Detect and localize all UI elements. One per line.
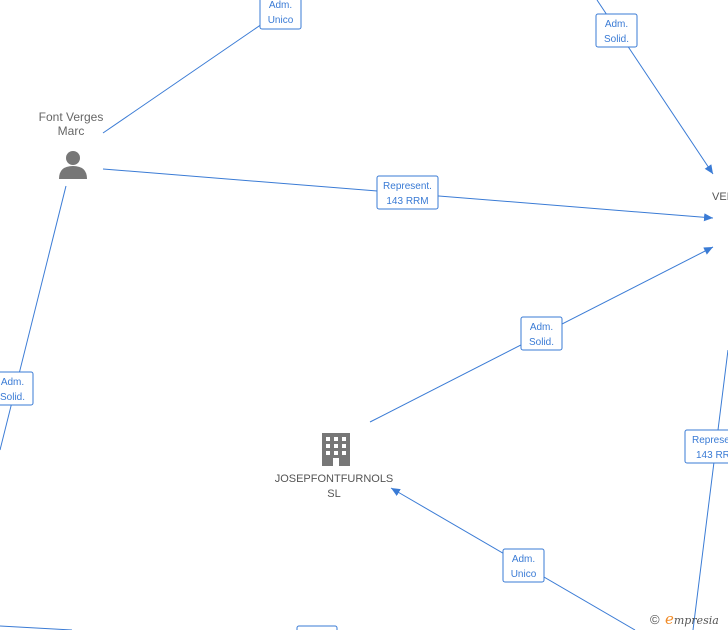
edge-label-right-represent[interactable]: Represe 143 RR: [684, 429, 728, 464]
edge-person-top: [102, 23, 263, 134]
label-line1: Represe: [692, 435, 728, 446]
label-line2: 143 RRM: [386, 196, 428, 207]
label-line1: Adm.: [605, 19, 628, 30]
label-line2: Solid.: [604, 34, 629, 45]
person-name-line2: Marc: [58, 124, 85, 138]
brand-rest: mpresia: [673, 614, 719, 627]
edge-person-left-down: [0, 185, 67, 451]
edge-bottom-left: [0, 625, 73, 630]
brand-e: e: [664, 610, 674, 628]
edge-right-vertical: [692, 349, 728, 630]
edge-label-represent-mid[interactable]: Represent. 143 RRM: [376, 175, 439, 210]
edge-label-left-adm-solid[interactable]: Adm. Solid.: [0, 371, 34, 406]
company-name-line1: JOSEPFONTFURNOLS: [275, 473, 394, 485]
company-name-line2: SL: [327, 488, 340, 500]
copyright-symbol: ©: [650, 612, 660, 627]
label-line1: Adm.: [530, 322, 553, 333]
label-line2: Solid.: [529, 337, 554, 348]
label-line1: Adm.: [512, 554, 535, 565]
label-line2: Unico: [511, 569, 537, 580]
person-node[interactable]: Font Verges Marc: [39, 110, 104, 179]
label-line1: Adm.: [269, 0, 292, 11]
right-company-node[interactable]: VEI: [712, 191, 728, 203]
person-name-line1: Font Verges: [39, 110, 104, 124]
person-icon: [59, 151, 87, 179]
label-line2: Solid.: [0, 392, 25, 403]
edge-label-bottom-partial[interactable]: [296, 625, 338, 630]
label-line2: Unico: [268, 15, 294, 26]
edge-label-top-right-adm-solid[interactable]: Adm. Solid.: [595, 13, 638, 48]
company-node[interactable]: JOSEPFONTFURNOLS SL: [275, 433, 394, 500]
label-line1: Represent.: [383, 181, 432, 192]
label-line2: 143 RR: [696, 450, 728, 461]
right-company-name: VEI: [712, 191, 728, 203]
empresia-watermark: © empresia: [650, 610, 719, 628]
edge-label-bottom-adm-unico[interactable]: Adm. Unico: [502, 548, 545, 583]
label-line1: Adm.: [1, 377, 24, 388]
edge-label-top-adm-unico[interactable]: Adm. Unico: [259, 0, 302, 30]
edge-label-center-adm-solid[interactable]: Adm. Solid.: [520, 316, 563, 351]
building-icon: [322, 433, 350, 466]
